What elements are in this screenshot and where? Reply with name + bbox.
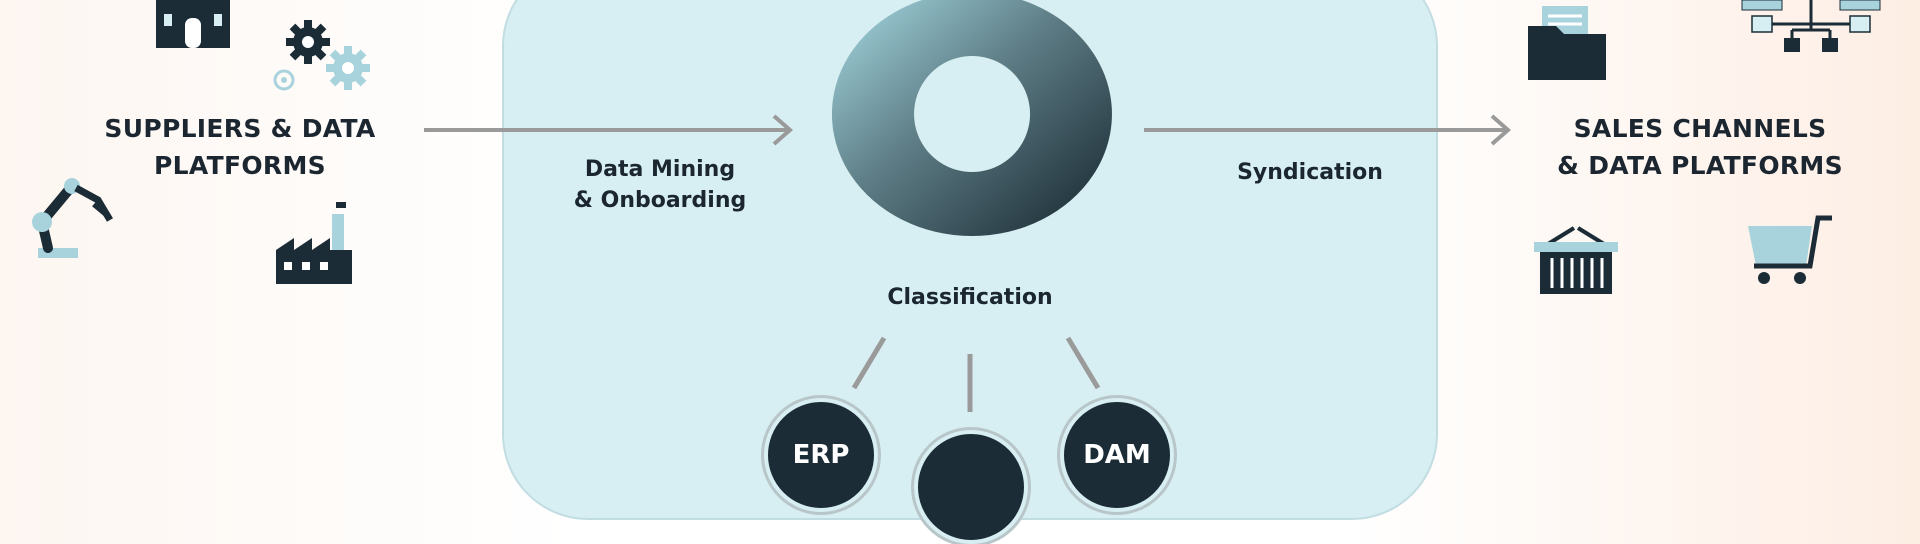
basket-icon: [1534, 226, 1618, 294]
gears-icon: [273, 20, 370, 91]
sales-channels-title: SALES CHANNELS & DATA PLATFORMS: [1557, 114, 1843, 180]
system-node-erp: ERP: [764, 398, 878, 512]
system-connectors: [851, 336, 1101, 412]
classification-ring: [832, 0, 1112, 236]
org-chart-icon: [1741, 0, 1881, 52]
folder-icon: [1528, 6, 1606, 80]
system-node-dam: DAM: [1060, 398, 1174, 512]
factory-icon: [276, 202, 352, 284]
robot-arm-icon: [32, 178, 114, 258]
system-node-middle: [914, 430, 1028, 544]
shopping-cart-icon: [1748, 215, 1832, 284]
store-icon: [156, 0, 230, 48]
inbound-arrow: [424, 114, 794, 146]
suppliers-title: SUPPLIERS & DATA PLATFORMS: [104, 114, 376, 180]
classification-label: Classification: [887, 285, 1053, 310]
outbound-arrow: [1144, 114, 1512, 146]
outbound-flow-label: Syndication: [1237, 160, 1383, 185]
inbound-flow-label: Data Mining & Onboarding: [573, 157, 747, 213]
